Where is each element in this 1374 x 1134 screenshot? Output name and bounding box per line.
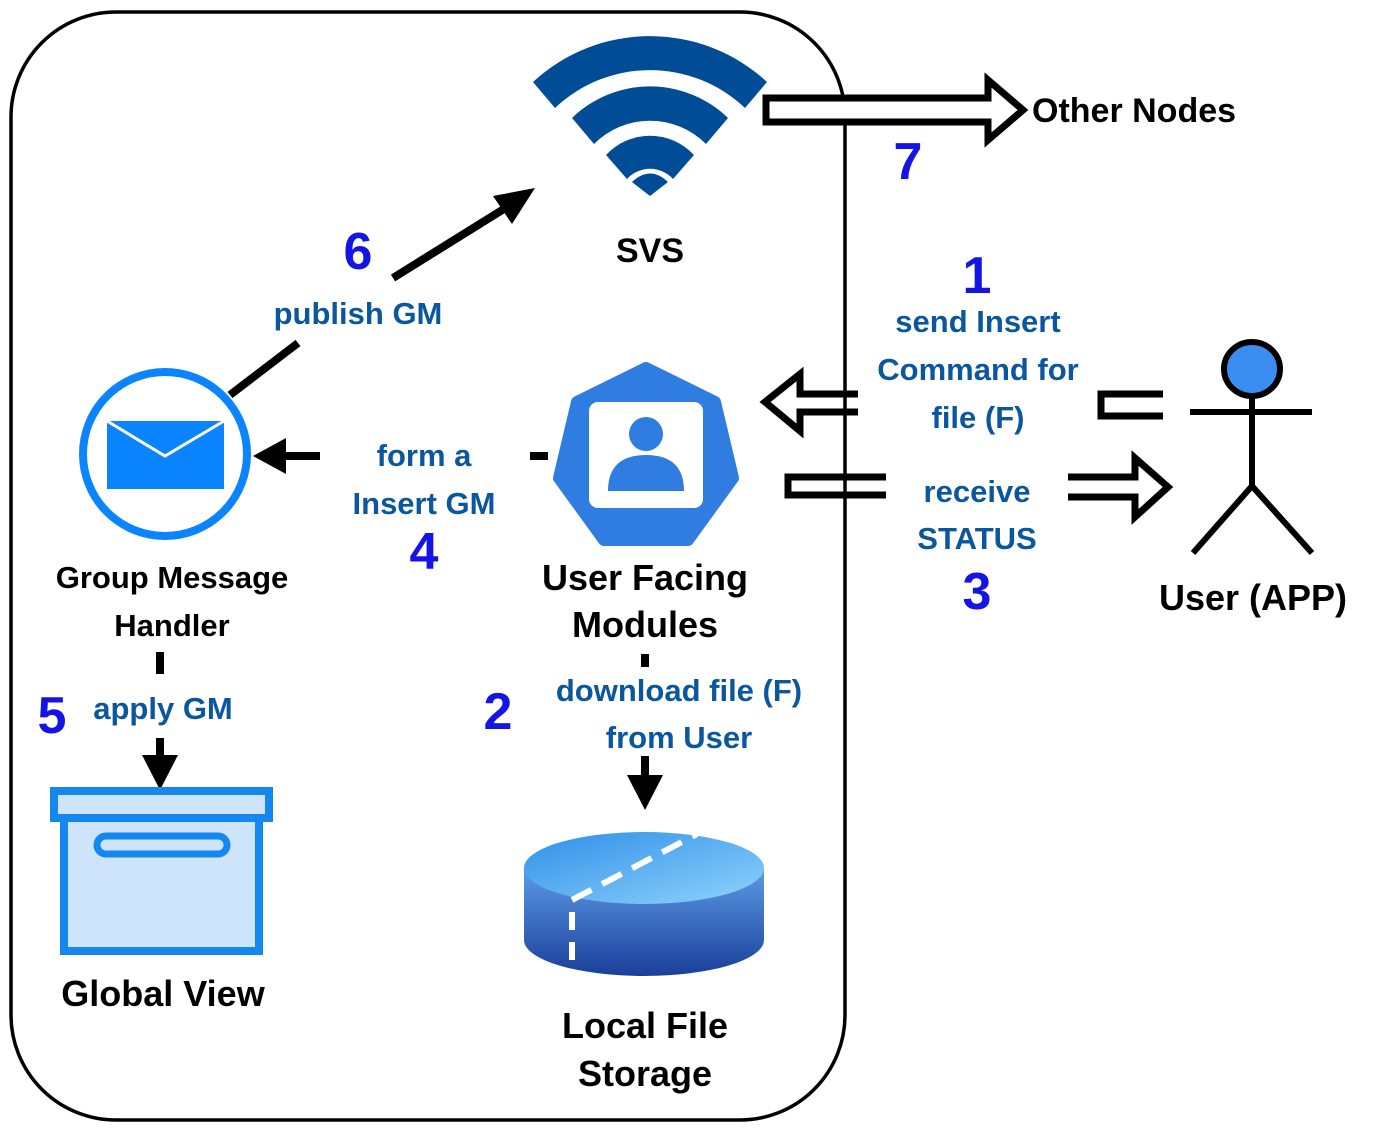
step-6-number: 6 [343,223,373,281]
database-icon [524,831,764,976]
envelope-icon [79,368,251,540]
gmh-label-line1: Group Message [55,560,289,595]
step-3-text-line1: receive [923,474,1031,509]
step-1-text-line3: file (F) [931,400,1025,435]
storage-label-line2: Storage [577,1053,713,1094]
step-3-number: 3 [962,563,992,621]
user-module-icon [553,362,739,546]
wifi-icon [533,36,767,196]
step-4-text-line1: form a [376,438,472,473]
user-app-label: User (APP) [1158,577,1348,618]
gmh-label-line2: Handler [114,608,230,643]
step-5-text: apply GM [93,691,233,726]
step-4-text-line2: Insert GM [352,486,496,521]
step-2-text-line2: from User [605,720,753,755]
stick-figure-icon [1190,339,1315,556]
step-1-text-line2: Command for [877,352,1079,387]
other-nodes-label: Other Nodes [1032,92,1237,130]
arrow-apply-gm [142,652,178,790]
step-4-number: 4 [409,523,439,581]
storage-label-line1: Local File [561,1005,729,1046]
step-1-text-line1: send Insert [895,304,1061,339]
step-5-number: 5 [37,687,67,745]
step-2-number: 2 [483,683,513,741]
archive-box-icon [50,787,273,955]
arrow-send-insert-command [759,366,1163,439]
arrow-download-file [627,654,663,810]
arrow-publish-gm [227,188,535,399]
node-boundary [9,10,847,1122]
ufm-label-line2: Modules [571,604,719,645]
step-3-text-line2: STATUS [917,521,1037,556]
step-6-text: publish GM [273,296,443,331]
svs-label: SVS [615,232,685,270]
arrow-form-insert-gm [253,438,548,474]
step-2-text-line1: download file (F) [555,673,803,708]
global-view-label: Global View [61,973,265,1014]
ufm-label-line1: User Facing [541,557,749,598]
arrow-receive-status [784,450,1174,525]
step-1-number: 1 [962,247,992,305]
step-7-number: 7 [893,133,923,191]
arrow-to-other-nodes [762,72,1029,148]
